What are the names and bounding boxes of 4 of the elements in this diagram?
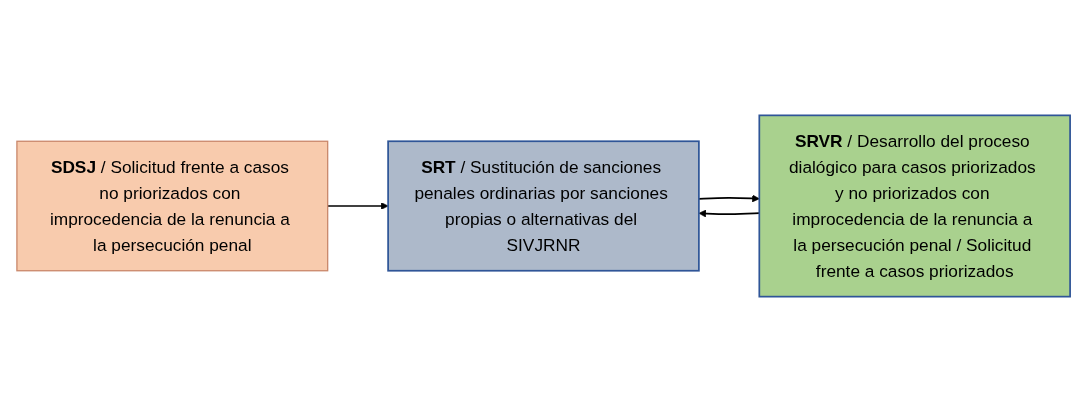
node-box: SDSJ / Solicitud frente a casos no priorizados con improcedencia de la renuncia a la persecución penal	[16, 140, 329, 272]
arrow	[698, 194, 760, 203]
node-box: SRVR / Desarrollo del proceso dialógico para casos priorizados y no priorizados con improcedencia de la renuncia a la persecución penal / Solicitud frente a casos priorizados	[758, 114, 1071, 298]
node-box: SRT / Sustitución de sanciones penales ordinarias por sanciones propias o alternativas del SIVJRNR	[387, 140, 700, 272]
